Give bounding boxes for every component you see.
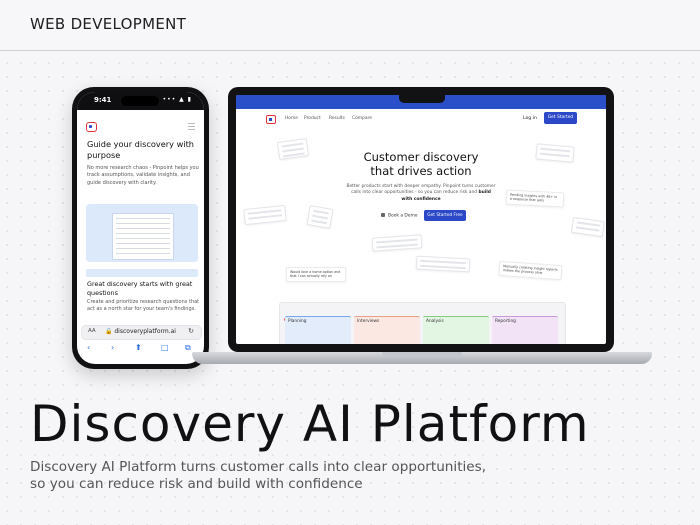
- hero-subtitle: Better products start with deeper empath…: [346, 184, 496, 203]
- hero-subtitle-emphasis: build with confidence: [401, 190, 491, 202]
- column-planning: Planning: [285, 316, 351, 344]
- floating-card: [535, 143, 575, 163]
- hero-heading-line2: that drives action: [370, 164, 472, 178]
- top-bar: WEB DEVELOPMENT: [0, 0, 700, 51]
- site-logo-icon[interactable]: [266, 115, 276, 124]
- column-interviews: Interviews: [354, 316, 420, 344]
- phone-section-title: Great discovery starts with great questi…: [87, 280, 193, 297]
- floating-card: [371, 234, 423, 252]
- dashboard-preview: Planning Interviews Analysis Reporting: [279, 302, 566, 344]
- get-started-free-button[interactable]: Get Started Free: [424, 210, 466, 221]
- nav-compare[interactable]: Compare: [352, 116, 372, 121]
- phone-section-divider: [86, 269, 198, 277]
- bookmarks-icon[interactable]: □: [161, 343, 169, 352]
- laptop-screen: Home Product Results Compare Log in Get …: [236, 95, 606, 344]
- preview-document: [112, 213, 174, 260]
- laptop-notch: [399, 95, 445, 103]
- reader-mode-button[interactable]: AA: [88, 328, 96, 334]
- hero-subtitle-text: Better products start with deeper empath…: [346, 184, 496, 196]
- page-description: Discovery AI Platform turns customer cal…: [30, 459, 487, 492]
- pinpoint-logo-icon[interactable]: [86, 122, 97, 132]
- phone-mockup: 9:41 ••• ▲ ▮ Guide your discovery with p…: [72, 87, 209, 369]
- floating-card: [571, 216, 605, 238]
- laptop-base: [192, 352, 652, 364]
- floating-quote-card: Pending insights with 48+ in a response …: [505, 189, 565, 208]
- get-started-button[interactable]: Get Started: [544, 112, 577, 124]
- share-icon[interactable]: ⬆: [135, 343, 142, 352]
- back-icon[interactable]: ‹: [87, 343, 91, 352]
- column-analysis: Analysis: [423, 316, 489, 344]
- phone-section-text: Create and prioritize research questions…: [87, 299, 200, 313]
- floating-quote-card: Manually creating insight reports makes …: [498, 260, 563, 280]
- browser-toolbar: ‹ › ⬆ □ ⧉: [77, 343, 204, 355]
- reload-icon[interactable]: ↻: [188, 327, 194, 335]
- hero-heading-line1: Customer discovery: [363, 150, 479, 164]
- phone-heading: Guide your discovery with purpose: [87, 139, 194, 160]
- floating-quote-card: Would love a home option and that I can …: [286, 267, 346, 282]
- floating-card: [306, 205, 334, 229]
- address-url[interactable]: 🔒 discoveryplatform.ai: [105, 328, 176, 335]
- nav-results[interactable]: Results: [329, 116, 345, 121]
- phone-time: 9:41: [94, 96, 112, 104]
- phone-status-bar: 9:41 ••• ▲ ▮: [77, 92, 204, 110]
- book-demo-link[interactable]: Book a Demo: [381, 213, 417, 219]
- column-reporting: Reporting: [492, 316, 558, 344]
- menu-icon[interactable]: [188, 123, 195, 130]
- login-link[interactable]: Log in: [523, 116, 537, 121]
- nav-product[interactable]: Product: [304, 116, 321, 121]
- tabs-icon[interactable]: ⧉: [185, 343, 191, 352]
- phone-screen: 9:41 ••• ▲ ▮ Guide your discovery with p…: [77, 92, 204, 364]
- phone-intro-text: No more research chaos - Pinpoint helps …: [87, 165, 199, 186]
- laptop-mockup: Home Product Results Compare Log in Get …: [228, 87, 614, 352]
- floating-card: [243, 204, 287, 226]
- floating-card: [415, 255, 471, 273]
- page-title: Discovery AI Platform: [30, 395, 590, 453]
- address-bar[interactable]: [81, 325, 202, 340]
- laptop-hinge-notch: [382, 352, 462, 357]
- floating-card: [276, 138, 310, 160]
- dynamic-island: [121, 96, 159, 106]
- signal-icon: ••• ▲ ▮: [162, 96, 192, 103]
- forward-icon[interactable]: ›: [111, 343, 115, 352]
- hero-heading: Customer discovery that drives action: [326, 150, 516, 178]
- phone-product-preview: [86, 204, 198, 262]
- nav-home[interactable]: Home: [285, 116, 298, 121]
- category-label: WEB DEVELOPMENT: [30, 15, 187, 33]
